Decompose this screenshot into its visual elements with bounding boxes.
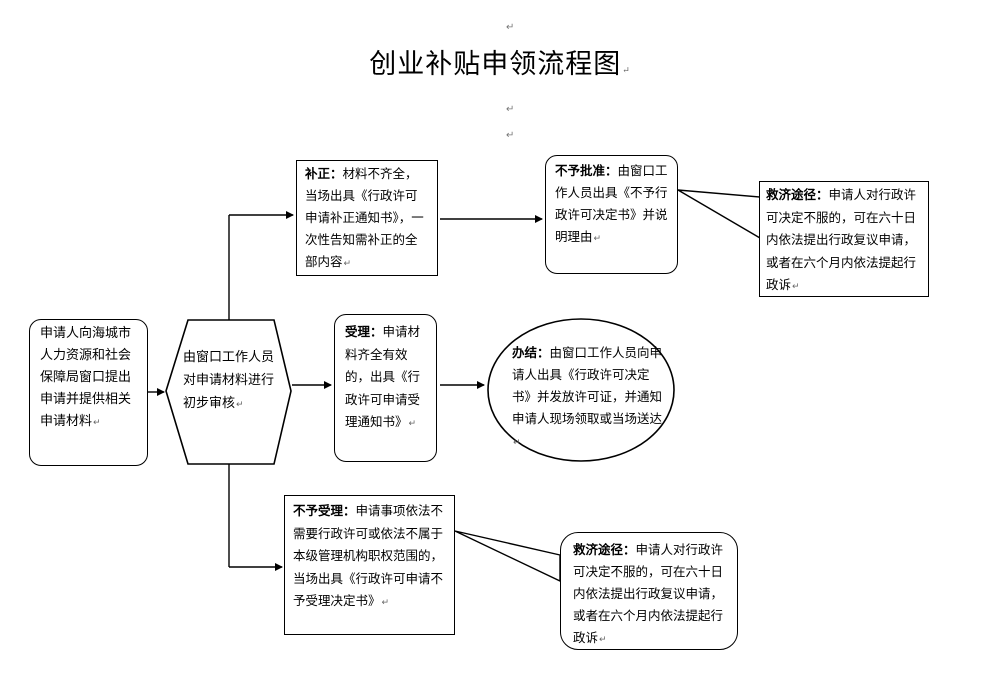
complete-ellipse	[487, 318, 675, 462]
remedy-top-node: 救济途径：申请人对行政许可决定不服的，可在六十日内依法提出行政复议申请，或者在六…	[759, 181, 929, 297]
review-node: 由窗口工作人员对申请材料进行初步审核↵	[183, 350, 275, 411]
paragraph-mark: ↵	[506, 104, 515, 115]
paragraph-mark: ↵	[506, 22, 515, 33]
correct-node: 补正：材料不齐全，当场出具《行政许可申请补正通知书》，一次性告知需补正的全部内容…	[296, 160, 438, 276]
remedy-top-callout	[677, 189, 761, 240]
page-title: 创业补贴申领流程图↵	[369, 49, 631, 80]
apply-node: 申请人向海城市人力资源和社会保障局窗口提出申请并提供相关申请材料↵	[29, 319, 148, 466]
complete-node: 办结：由窗口工作人员向申请人出具《行政许可决定书》并发放许可证，并通知申请人现场…	[512, 345, 663, 448]
remedy-bottom-callout	[454, 530, 561, 583]
review-hexagon	[165, 319, 292, 465]
paragraph-mark: ↵	[506, 130, 515, 141]
accept-node: 受理：申请材料齐全有效的，出具《行政许可申请受理通知书》↵	[334, 314, 437, 462]
remedy-bottom-node: 救济途径：申请人对行政许可决定不服的，可在六十日内依法提出行政复议申请，或者在六…	[560, 532, 738, 650]
deny-node: 不予批准：由窗口工作人员出具《不予行政许可决定书》并说明理由↵	[545, 155, 678, 274]
reject-node: 不予受理：申请事项依法不需要行政许可或依法不属于本级管理机构职权范围的，当场出具…	[284, 495, 455, 635]
